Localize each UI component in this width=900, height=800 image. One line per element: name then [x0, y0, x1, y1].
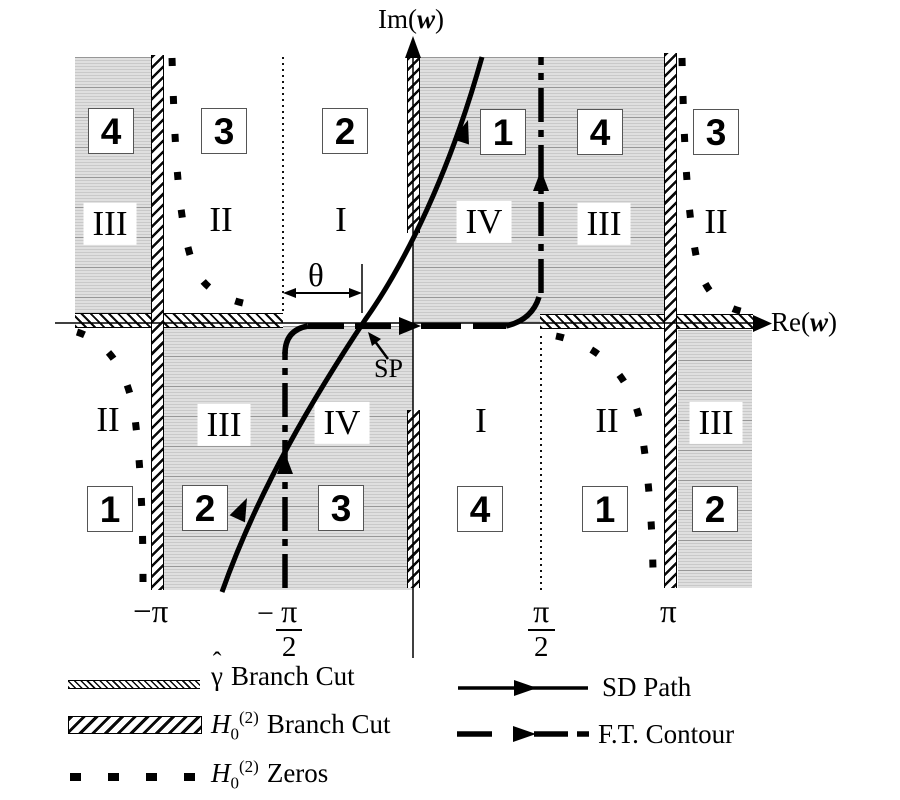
- h0-zeros-curve-top-right: [678, 57, 749, 317]
- region-number-box: 1: [87, 486, 133, 532]
- im-axis-arrow-icon: [405, 36, 421, 58]
- legend-ft-arrow-icon: [513, 726, 536, 742]
- legend-sd-path-arrow-icon: [514, 680, 537, 696]
- h0-branch-cut-strip-im-axis-upper: [407, 57, 420, 233]
- theta-label: θ: [308, 258, 324, 294]
- dotted-line-pos-half-pi: [540, 336, 542, 590]
- region-number-box: 2: [182, 485, 228, 531]
- shaded-region-top-right: [413, 57, 664, 323]
- legend-gamma-branch-cut-swatch: [68, 680, 200, 689]
- h0-zeros-curve-top-left: [168, 57, 269, 311]
- region-number-box: 1: [582, 486, 628, 532]
- region-number-box: 3: [318, 485, 364, 531]
- legend-h0-branch-cut-swatch: [68, 716, 202, 734]
- region-number-box: 3: [693, 109, 739, 155]
- region-number-box: 1: [480, 109, 526, 155]
- region-number-box: 4: [577, 109, 623, 155]
- h0-zeros-curve-bottom-right: [555, 332, 657, 571]
- shaded-region-bottom-right: [678, 330, 752, 588]
- legend-label-sd-path: SD Path: [602, 672, 692, 702]
- h0-branch-cut-strip-neg-pi: [151, 55, 164, 590]
- legend-label-ft-contour: F.T. Contour: [598, 719, 735, 749]
- h0-branch-cut-strip-im-axis-lower: [407, 410, 420, 588]
- dotted-line-neg-half-pi: [282, 57, 284, 313]
- region-roman-label: I: [326, 198, 356, 242]
- legend-label-h0-branch-cut: H0(2)Branch Cut: [211, 708, 391, 744]
- saddle-point-label: SP: [374, 354, 403, 383]
- region-roman-label: III: [689, 401, 743, 445]
- h0-branch-cut-strip-pos-pi: [664, 53, 677, 588]
- region-number-box: 2: [322, 108, 368, 154]
- gamma-branch-cut-strip-right: [540, 314, 753, 329]
- theta-arrow-left-icon: [283, 288, 296, 298]
- re-axis-arrow-icon: [753, 315, 772, 332]
- h0-symbol: H0(2): [211, 708, 259, 744]
- region-roman-label: II: [200, 198, 242, 242]
- re-axis-label: Re(w): [771, 307, 837, 337]
- tick-neg-half-pi: − π 2: [257, 595, 303, 662]
- h0-zeros-curve-bottom-left: [75, 328, 147, 585]
- tick-pos-half-pi: π 2: [526, 595, 555, 662]
- theta-arrow-right-icon: [349, 288, 362, 298]
- region-roman-label: II: [695, 200, 737, 244]
- region-roman-label: III: [83, 202, 137, 246]
- im-axis-label: Im(w): [378, 4, 444, 34]
- region-number-box: 4: [457, 486, 503, 532]
- gamma-branch-cut-strip-left: [75, 313, 283, 328]
- tick-neg-pi: −π: [133, 594, 169, 630]
- h0-symbol: H0(2): [211, 757, 259, 793]
- region-roman-label: II: [87, 398, 129, 442]
- region-roman-label: III: [577, 202, 631, 246]
- legend-label-h0-zeros: H0(2)Zeros: [211, 757, 329, 793]
- region-roman-label: IV: [456, 200, 512, 244]
- region-roman-label: IV: [314, 401, 370, 445]
- tick-pos-pi: π: [660, 594, 677, 630]
- minus-sign: −: [257, 597, 274, 630]
- shaded-region-top-left: [75, 57, 152, 314]
- region-roman-label: I: [466, 399, 496, 443]
- region-roman-label: II: [586, 399, 628, 443]
- region-number-box: 2: [692, 486, 738, 532]
- region-number-box: 4: [88, 108, 134, 154]
- region-roman-label: III: [197, 403, 251, 447]
- region-number-box: 3: [201, 108, 247, 154]
